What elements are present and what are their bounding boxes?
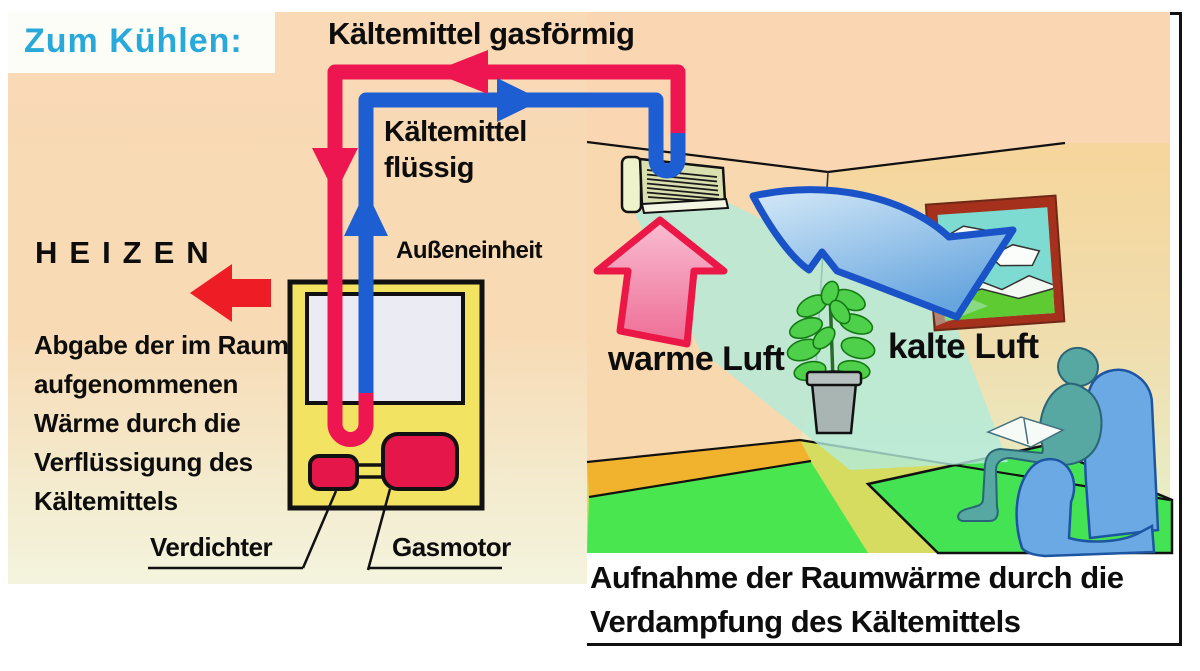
plant-pot-rim bbox=[805, 370, 863, 387]
ac-outlet-flap bbox=[640, 197, 730, 215]
person-body bbox=[957, 382, 1103, 522]
cold-flow-arrow-right bbox=[497, 78, 542, 122]
armchair-person bbox=[957, 346, 1160, 558]
picture-cloud-2 bbox=[988, 243, 1041, 267]
floor-orange-strip bbox=[587, 440, 811, 496]
ceiling bbox=[587, 12, 1170, 172]
potted-plant bbox=[786, 280, 876, 435]
hot-gas-pipe bbox=[327, 64, 686, 447]
outdoor-unit bbox=[287, 279, 485, 511]
chair-backrest bbox=[1083, 368, 1160, 540]
heizen-arrow bbox=[190, 264, 271, 322]
plant-pot bbox=[810, 381, 858, 435]
heating-title: HEIZEN bbox=[35, 235, 221, 270]
cooling-title: Zum Kühlen: bbox=[24, 22, 243, 60]
ac-grille bbox=[646, 169, 720, 203]
label-pointers bbox=[148, 488, 502, 571]
outdoor-unit-label: Außeneinheit bbox=[396, 237, 543, 264]
gas-motor bbox=[381, 432, 459, 491]
gasmotor-pointer bbox=[366, 488, 392, 571]
liquid-refrigerant-label: Kältemittel flüssig bbox=[384, 116, 527, 184]
cold-flow-arrow-up bbox=[344, 190, 388, 236]
title-band bbox=[8, 12, 275, 73]
heating-description: Abgabe der im Raum aufgenommenen Wärme d… bbox=[34, 330, 289, 516]
hot-flow-arrow-left bbox=[432, 50, 488, 94]
refrigerant-circuit bbox=[312, 50, 686, 447]
cold-air-label: kalte Luft bbox=[888, 327, 1039, 366]
ceiling-line-left bbox=[586, 140, 829, 174]
compressor bbox=[308, 454, 359, 491]
ceiling-line-right bbox=[827, 141, 1066, 174]
gas-refrigerant-label: Kältemittel gasförmig bbox=[328, 16, 635, 51]
chair-seat-armrest bbox=[1015, 457, 1156, 558]
hot-flow-arrow-down bbox=[312, 148, 358, 194]
floor-line-2 bbox=[588, 459, 812, 499]
ac-end-cap bbox=[620, 155, 643, 214]
gas-motor-label: Gasmotor bbox=[392, 532, 511, 562]
liquid-pipe bbox=[358, 92, 686, 393]
floor-green-area bbox=[587, 462, 868, 553]
cold-air-arrow bbox=[749, 186, 1017, 321]
warm-air-arrow bbox=[593, 216, 728, 348]
room-caption: Aufnahme der Raumwärme durch die Verdamp… bbox=[590, 560, 1124, 639]
floor-line-1 bbox=[586, 438, 801, 464]
warm-air-label: warme Luft bbox=[608, 340, 785, 378]
compressor-label: Verdichter bbox=[150, 532, 273, 562]
book-fold bbox=[1023, 418, 1029, 445]
verdichter-pointer bbox=[301, 490, 338, 569]
